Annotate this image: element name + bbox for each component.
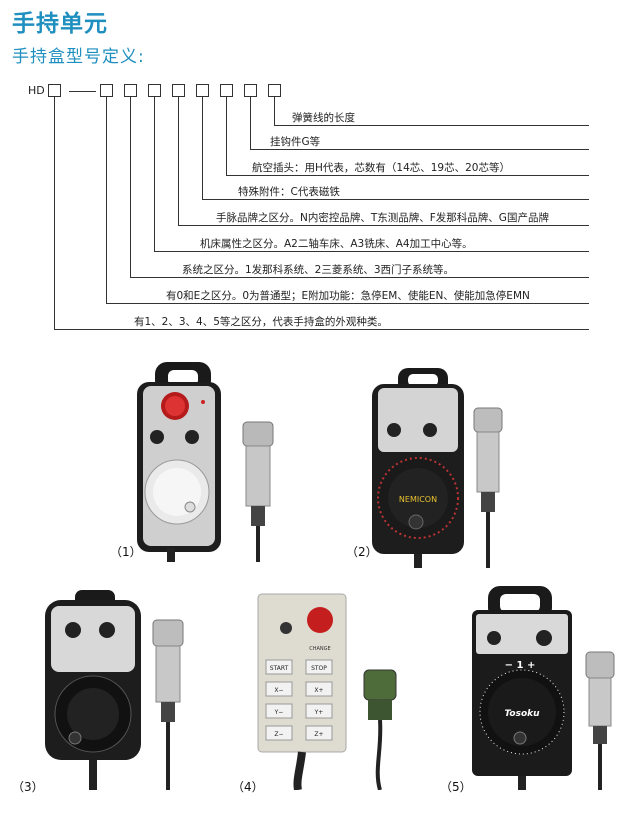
key-label: Y+	[314, 709, 324, 716]
connector-line	[178, 225, 589, 226]
product-image-4: CHANGE START STOP X− X+ Y− Y+ Z− Z+	[250, 590, 410, 791]
connector-line	[130, 277, 589, 278]
key-label: Z−	[274, 731, 283, 738]
definition-special-accessory: 特殊附件：C代表磁铁	[238, 186, 340, 198]
definition-aviation-plug: 航空插头：用H代表，芯数有（14芯、19芯、20芯等）	[252, 162, 510, 174]
connector-line	[54, 329, 589, 330]
code-box-8	[244, 84, 257, 97]
connector-line	[226, 97, 227, 176]
product-caption-1: （1）	[110, 545, 142, 559]
product-image-5: − 1 + Tosoku	[470, 582, 620, 790]
code-box-3	[124, 84, 137, 97]
product-image-2: NEMICON	[370, 368, 510, 568]
connector-line	[178, 97, 179, 226]
product-caption-5: （5）	[440, 780, 472, 794]
key-label: X−	[274, 687, 283, 694]
product-caption-4: （4）	[232, 780, 264, 794]
definition-brand: 手脉品牌之区分。N内密控品牌、T东测品牌、F发那科品牌、G国产品牌	[216, 212, 549, 224]
section-subtitle: 手持盒型号定义:	[12, 47, 145, 67]
code-box-6	[196, 84, 209, 97]
key-label: STOP	[311, 665, 327, 672]
dial-label: − 1 +	[505, 660, 536, 671]
key-label: X+	[314, 687, 323, 694]
code-box-4	[148, 84, 161, 97]
connector-line	[130, 97, 131, 278]
code-box-2	[100, 84, 113, 97]
product-caption-2: （2）	[346, 545, 378, 559]
definition-function: 有0和E之区分。0为普通型；E附加功能：急停EM、使能EN、使能加急停EMN	[166, 290, 530, 302]
connector-line	[154, 97, 155, 252]
definition-hook: 挂钩件G等	[270, 136, 321, 148]
connector-line	[202, 97, 203, 200]
code-box-7	[220, 84, 233, 97]
connector-line	[226, 175, 589, 176]
change-label: CHANGE	[309, 646, 330, 652]
connector-line	[154, 251, 589, 252]
code-box-9	[268, 84, 281, 97]
code-box-5	[172, 84, 185, 97]
connector-line	[250, 97, 251, 150]
definition-system: 系统之区分。1发那科系统、2三菱系统、3西门子系统等。	[182, 264, 455, 276]
connector-line	[202, 199, 589, 200]
product-caption-3: （3）	[12, 780, 44, 794]
brand-logo: Tosoku	[504, 709, 540, 719]
page-title: 手持单元	[12, 11, 108, 37]
code-dash	[69, 91, 96, 92]
connector-line	[250, 149, 589, 150]
definition-appearance: 有1、2、3、4、5等之区分，代表手持盒的外观种类。	[134, 316, 388, 328]
connector-line	[54, 97, 55, 330]
key-label: START	[270, 665, 289, 672]
product-image-3	[35, 590, 195, 790]
code-prefix: HD	[28, 84, 45, 97]
connector-line	[274, 97, 275, 126]
key-label: Z+	[314, 731, 323, 738]
definition-machine-type: 机床属性之区分。A2二轴车床、A3铣床、A4加工中心等。	[200, 238, 473, 250]
connector-line	[106, 97, 107, 304]
code-box-1	[48, 84, 61, 97]
key-label: Y−	[274, 709, 284, 716]
definition-cable-length: 弹簧线的长度	[292, 112, 355, 124]
brand-logo: NEMICON	[399, 495, 437, 504]
connector-line	[274, 125, 589, 126]
product-image-1	[135, 362, 285, 562]
connector-line	[106, 303, 589, 304]
